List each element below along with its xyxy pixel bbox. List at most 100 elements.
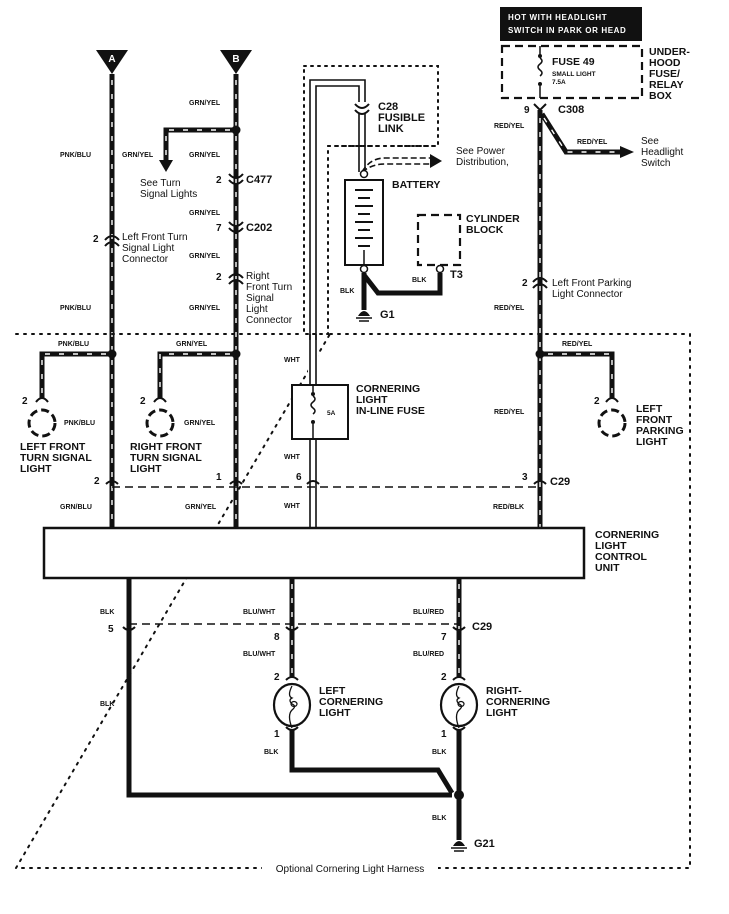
wire-to-turn-signal-lights[interactable]: [159, 127, 234, 172]
rf-turn-signal-bulb[interactable]: [145, 408, 175, 438]
connector-c308: [533, 103, 547, 112]
svg-text:GRN/YEL: GRN/YEL: [189, 210, 221, 217]
fuse-box-label: UNDER- HOOD FUSE/ RELAY BOX: [649, 46, 693, 102]
wire-to-headlight-switch[interactable]: [539, 112, 634, 158]
wire-to-rf-turn-light[interactable]: [157, 351, 234, 398]
right-cornering-light-bulb[interactable]: [439, 682, 479, 729]
svg-text:RED/BLK: RED/BLK: [493, 504, 524, 511]
cylinder-block: [416, 213, 462, 267]
wire-wht-double[interactable]: [309, 79, 366, 528]
svg-text:GRN/YEL: GRN/YEL: [189, 253, 221, 260]
rf-turn-signal-light-label: RIGHT FRONT TURN SIGNAL LIGHT: [130, 441, 205, 475]
cornering-light-control-unit[interactable]: [42, 526, 586, 580]
see-power-distribution-note[interactable]: See Power Distribution,: [456, 146, 509, 168]
hot-indicator: HOT WITH HEADLIGHT SWITCH IN PARK OR HEA…: [500, 7, 642, 41]
svg-text:BLU/WHT: BLU/WHT: [243, 651, 276, 658]
inline-fuse-label: CORNERING LIGHT IN-LINE FUSE: [356, 383, 425, 417]
optional-harness-border: [14, 333, 691, 869]
svg-text:2: 2: [94, 476, 100, 487]
svg-text:WHT: WHT: [284, 357, 301, 364]
svg-text:G1: G1: [380, 309, 395, 321]
svg-text:BLK: BLK: [100, 609, 114, 616]
svg-text:BLK: BLK: [412, 277, 426, 284]
harness-label: Optional Cornering Light Harness: [276, 864, 424, 875]
see-turn-signal-note[interactable]: See Turn Signal Lights: [140, 178, 197, 200]
svg-text:B: B: [232, 54, 239, 65]
lf-turn-conn-label: Left Front Turn Signal Light Connector: [122, 232, 190, 265]
svg-text:C202: C202: [246, 222, 272, 234]
svg-text:5A: 5A: [327, 410, 336, 417]
svg-text:RED/YEL: RED/YEL: [577, 139, 608, 146]
connector-c28: [354, 103, 370, 115]
c28-fusible-link-label: C28 FUSIBLE LINK: [378, 101, 428, 135]
connector-c202: [228, 221, 244, 233]
left-cornering-light-bulb[interactable]: [272, 682, 312, 729]
svg-text:SWITCH IN PARK OR HEAD: SWITCH IN PARK OR HEAD: [508, 26, 626, 35]
svg-text:BLK: BLK: [432, 815, 446, 822]
svg-text:GRN/YEL: GRN/YEL: [176, 341, 208, 348]
svg-text:HOT WITH HEADLIGHT: HOT WITH HEADLIGHT: [508, 13, 607, 22]
ground-icon: [451, 841, 467, 852]
svg-text:2: 2: [216, 175, 222, 186]
svg-text:2: 2: [522, 278, 528, 289]
rf-turn-conn-label: Right Front Turn Signal Light Connector: [246, 271, 295, 326]
svg-text:BLK: BLK: [100, 701, 114, 708]
lf-parking-bulb[interactable]: [597, 408, 627, 438]
right-cornering-light-label: RIGHT- CORNERING LIGHT: [486, 685, 553, 719]
svg-text:7: 7: [441, 632, 447, 643]
svg-text:BLU/WHT: BLU/WHT: [243, 609, 276, 616]
wire-to-lf-turn-light[interactable]: [39, 351, 110, 398]
lf-parking-light-label: LEFT FRONT PARKING LIGHT: [636, 403, 687, 448]
wire-blk-battery-ground[interactable]: [361, 273, 443, 310]
lf-parking-connector: [532, 277, 548, 289]
svg-text:A: A: [108, 54, 115, 65]
offpage-connector-b[interactable]: B: [220, 50, 252, 74]
fuse-49-icon[interactable]: [537, 46, 543, 98]
wire-color-label: PNK/BLU: [60, 152, 91, 159]
svg-text:BLU/RED: BLU/RED: [413, 651, 444, 658]
cylinder-block-label: CYLINDER BLOCK: [466, 213, 523, 236]
svg-text:BLK: BLK: [264, 749, 278, 756]
svg-text:G21: G21: [474, 838, 495, 850]
svg-text:BLU/RED: BLU/RED: [413, 609, 444, 616]
svg-text:WHT: WHT: [284, 503, 301, 510]
svg-text:GRN/BLU: GRN/BLU: [60, 504, 92, 511]
battery: [344, 169, 384, 274]
svg-text:WHT: WHT: [284, 454, 301, 461]
rf-turn-signal-connector: [228, 273, 244, 285]
lf-turn-signal-light-label: LEFT FRONT TURN SIGNAL LIGHT: [20, 441, 94, 475]
lf-park-conn-label: Left Front Parking Light Connector: [552, 278, 634, 300]
arrow-right-icon: [430, 154, 442, 168]
svg-text:7: 7: [216, 223, 222, 234]
svg-text:2: 2: [274, 672, 280, 683]
svg-text:FUSE 49: FUSE 49: [552, 56, 595, 68]
cornering-light-inline-fuse[interactable]: [291, 384, 349, 440]
svg-text:1: 1: [274, 729, 280, 740]
svg-text:GRN/YEL: GRN/YEL: [185, 504, 217, 511]
wire-color-label: GRN/YEL: [122, 152, 154, 159]
wire-to-lf-parking-light[interactable]: [542, 351, 615, 398]
svg-text:BLK: BLK: [340, 288, 354, 295]
svg-text:9: 9: [524, 105, 530, 116]
t3-terminal: [435, 264, 445, 274]
lf-turn-signal-bulb[interactable]: [27, 408, 57, 438]
svg-text:GRN/YEL: GRN/YEL: [189, 305, 221, 312]
lf-turn-signal-connector: [104, 235, 120, 247]
wire-blk-ground-return[interactable]: [126, 578, 452, 798]
see-headlight-switch-note[interactable]: See Headlight Switch: [641, 136, 686, 169]
splice-point: [454, 790, 464, 800]
svg-text:2: 2: [441, 672, 447, 683]
wire-color-label: PNK/BLU: [60, 305, 91, 312]
svg-text:C29: C29: [550, 476, 570, 488]
ground-icon: [356, 311, 372, 322]
offpage-connector-a[interactable]: A: [96, 50, 128, 74]
svg-text:GRN/YEL: GRN/YEL: [184, 420, 216, 427]
svg-text:BLK: BLK: [432, 749, 446, 756]
wire-to-power-distribution[interactable]: [361, 154, 442, 173]
svg-text:T3: T3: [450, 269, 463, 281]
svg-text:7.5A: 7.5A: [552, 79, 566, 86]
svg-text:PNK/BLU: PNK/BLU: [58, 341, 89, 348]
svg-text:1: 1: [441, 729, 447, 740]
wire-blk-left-cornering[interactable]: [289, 730, 455, 795]
